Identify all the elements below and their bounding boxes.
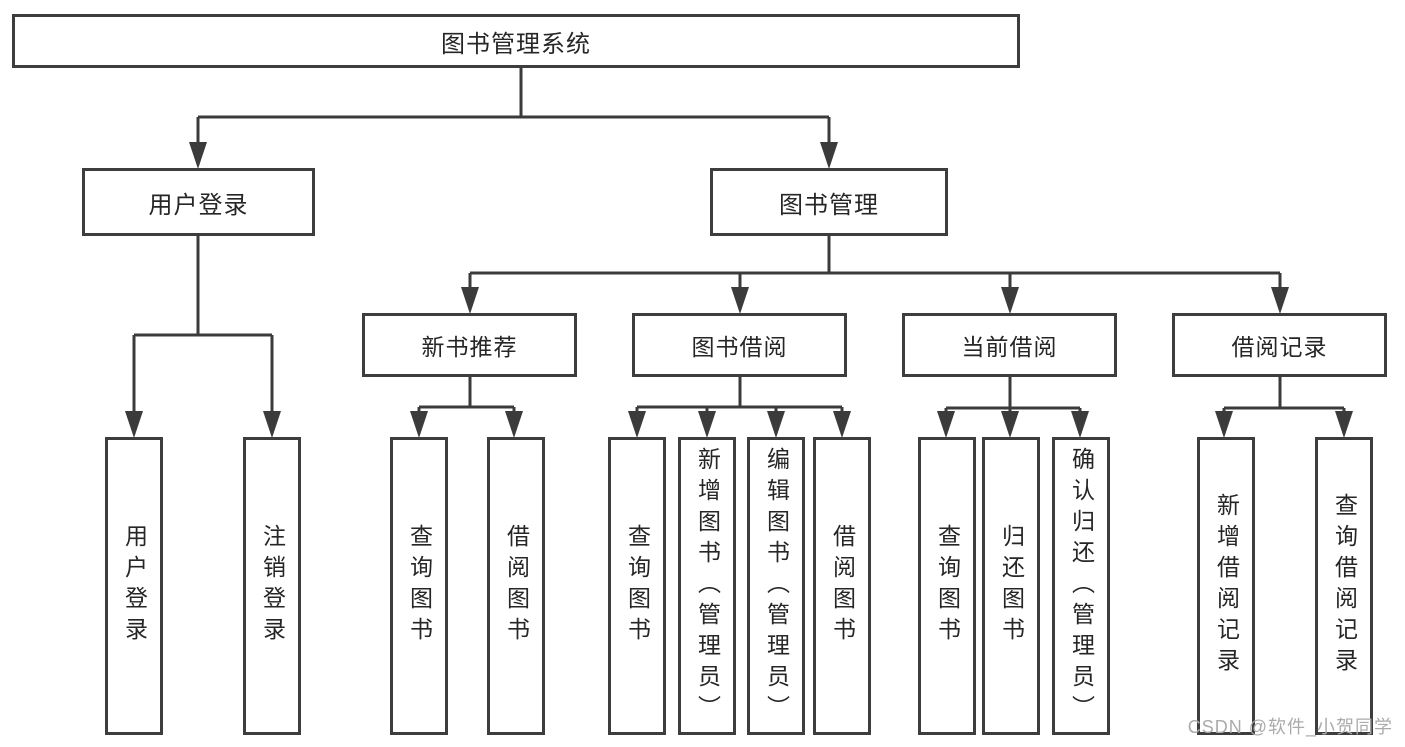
arrow-down-icon bbox=[461, 287, 479, 314]
leaf-query-book-2: 查询图书 bbox=[608, 437, 666, 735]
leaf-borrow-book-2: 借阅图书 bbox=[813, 437, 871, 735]
arrow-down-icon bbox=[1271, 287, 1289, 314]
arrow-down-icon bbox=[833, 411, 851, 438]
arrow-down-icon bbox=[767, 411, 785, 438]
arrow-down-icon bbox=[937, 411, 955, 438]
arrow-down-icon bbox=[189, 142, 207, 169]
node-book-management: 图书管理 bbox=[710, 168, 948, 236]
leaf-user-login: 用户登录 bbox=[105, 437, 163, 735]
leaf-add-borrow-record: 新增借阅记录 bbox=[1197, 437, 1255, 735]
connector-new-rec-children bbox=[410, 377, 523, 438]
connector-current-borrow-children bbox=[937, 377, 1089, 438]
arrow-down-icon bbox=[1071, 411, 1089, 438]
arrow-down-icon bbox=[410, 411, 428, 438]
arrow-down-icon bbox=[820, 142, 838, 169]
node-new-book-recommend: 新书推荐 bbox=[362, 313, 577, 377]
leaf-borrow-book-1: 借阅图书 bbox=[487, 437, 545, 735]
arrow-down-icon bbox=[1001, 287, 1019, 314]
node-user-login: 用户登录 bbox=[82, 168, 315, 236]
csdn-watermark: CSDN @软件_小贺同学 bbox=[1187, 717, 1393, 737]
node-book-borrow: 图书借阅 bbox=[632, 313, 847, 377]
leaf-return-book: 归还图书 bbox=[982, 437, 1040, 735]
arrow-down-icon bbox=[628, 411, 646, 438]
leaf-edit-book-admin: 编辑图书（管理员） bbox=[747, 437, 805, 735]
arrow-down-icon bbox=[263, 411, 281, 438]
leaf-add-book-admin: 新增图书（管理员） bbox=[678, 437, 736, 735]
node-root: 图书管理系统 bbox=[12, 14, 1020, 68]
arrow-down-icon bbox=[125, 411, 143, 438]
node-borrow-records: 借阅记录 bbox=[1172, 313, 1387, 377]
node-current-borrow: 当前借阅 bbox=[902, 313, 1117, 377]
arrow-down-icon bbox=[1335, 411, 1353, 438]
leaf-logout: 注销登录 bbox=[243, 437, 301, 735]
connector-book-borrow-children bbox=[628, 377, 851, 438]
leaf-query-book-3: 查询图书 bbox=[918, 437, 976, 735]
leaf-query-borrow-record: 查询借阅记录 bbox=[1315, 437, 1373, 735]
connector-user-login-children bbox=[125, 236, 281, 438]
arrow-down-icon bbox=[505, 411, 523, 438]
leaf-query-book-1: 查询图书 bbox=[390, 437, 448, 735]
arrow-down-icon bbox=[1215, 411, 1233, 438]
connector-book-mgmt-children bbox=[461, 236, 1289, 314]
connector-root-to-level2 bbox=[189, 67, 838, 169]
arrow-down-icon bbox=[731, 287, 749, 314]
leaf-confirm-return-admin: 确认归还（管理员） bbox=[1052, 437, 1110, 735]
connector-borrow-records-children bbox=[1215, 377, 1353, 438]
arrow-down-icon bbox=[698, 411, 716, 438]
arrow-down-icon bbox=[1001, 411, 1019, 438]
